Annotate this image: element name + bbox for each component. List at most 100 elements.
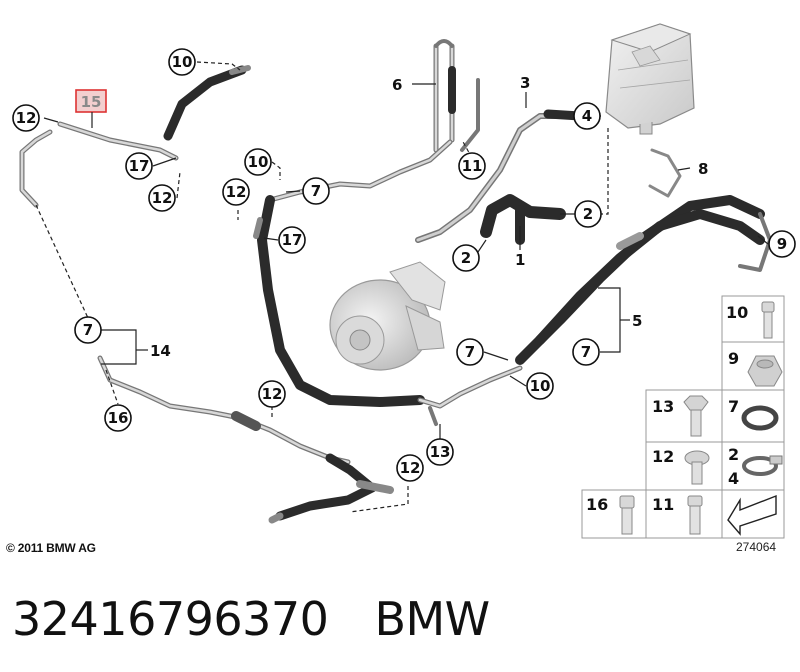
callout-number: 10 [172,53,193,71]
callout-number: 10 [248,153,269,171]
callout-7: 7 [302,177,330,205]
callout-label-14: 14 [150,342,171,360]
callout-4: 4 [573,102,601,130]
callout-circle [426,438,454,466]
grid-label-16: 16 [586,495,608,514]
steering-pump [329,261,446,371]
callout-circle [452,244,480,272]
callout-number: 11 [462,157,483,175]
hose-lines [19,39,772,524]
callout-number: 2 [461,249,471,267]
callout-circle [258,380,286,408]
callout-12: 12 [396,454,424,482]
callout-number: 7 [465,343,475,361]
callout-circle [526,372,554,400]
grid-label-13: 13 [652,397,674,416]
callout-2: 2 [452,244,480,272]
part-number: 32416796370 [12,592,329,646]
o-ring-icon [741,405,779,431]
callout-number: 7 [581,343,591,361]
callout-10: 10 [526,372,554,400]
socket-bolt-icon [619,495,635,535]
callout-number: 7 [83,321,93,339]
part-caption: 32416796370 BMW [12,592,490,646]
callout-circle [574,200,602,228]
callout-label-6: 6 [392,76,402,94]
callout-number: 12 [262,385,283,403]
callout-number: 12 [152,189,173,207]
callout-9: 9 [768,230,796,258]
callout-17: 17 [278,226,306,254]
grid-label-12: 12 [652,447,674,466]
callout-circle [396,454,424,482]
callout-10: 10 [244,148,272,176]
callout-number: 12 [226,183,247,201]
callout-16: 16 [104,404,132,432]
callout-circle [456,338,484,366]
callout-number: 7 [311,182,321,200]
callout-number: 12 [16,109,37,127]
callout-circle [12,104,40,132]
callout-number: 17 [129,157,150,175]
callout-circle [148,184,176,212]
callout-12: 12 [148,184,176,212]
callout-7: 7 [74,316,102,344]
small-parts-grid [581,295,785,539]
grid-label-10: 10 [726,303,748,322]
callout-label-3: 3 [520,74,530,92]
callout-circle [768,230,796,258]
callout-label-8: 8 [698,160,708,178]
callout-number: 4 [582,107,592,125]
callout-12: 12 [258,380,286,408]
callout-7: 7 [572,338,600,366]
screw-icon [687,495,703,535]
callout-circle [278,226,306,254]
grid-label-7: 7 [728,397,739,416]
callout-circle [302,177,330,205]
reservoir-tank [605,23,695,135]
grid-label-9: 9 [728,349,739,368]
callout-11: 11 [458,152,486,180]
callout-17: 17 [125,152,153,180]
grid-label-2: 2 [728,445,739,464]
callout-label-1: 1 [515,251,525,269]
collar-screw-icon [684,450,710,485]
callout-circle [74,316,102,344]
callout-7: 7 [456,338,484,366]
hose-clamp-icon [742,455,783,476]
grid-label-4: 4 [728,469,739,488]
callout-circle [168,48,196,76]
callout-number: 9 [777,235,787,253]
callout-circle [244,148,272,176]
hex-bolt-icon [683,395,709,437]
callout-circle [572,338,600,366]
callout-number: 13 [430,443,451,461]
nut-icon [747,355,783,387]
callout-circle [222,178,250,206]
highlighted-callout-15: 15 [75,89,107,128]
callout-label-5: 5 [632,312,642,330]
callout-number: 2 [583,205,593,223]
callout-circle [104,404,132,432]
copyright-notice: © 2011 BMW AG [6,541,96,555]
grid-label-11: 11 [652,495,674,514]
callout-13: 13 [426,438,454,466]
callout-label-15: 15 [81,93,102,111]
callout-10: 10 [168,48,196,76]
callout-number: 17 [282,231,303,249]
callout-circle [125,152,153,180]
direction-arrow-icon [727,494,777,536]
diagram-number: 274064 [736,540,777,554]
callout-number: 16 [108,409,129,427]
brand-name: BMW [374,592,490,646]
callout-12: 12 [12,104,40,132]
bolt-icon [761,301,775,339]
callout-circle [573,102,601,130]
callout-circle [458,152,486,180]
callout-number: 12 [400,459,421,477]
callout-2: 2 [574,200,602,228]
callout-number: 10 [530,377,551,395]
callout-12: 12 [222,178,250,206]
